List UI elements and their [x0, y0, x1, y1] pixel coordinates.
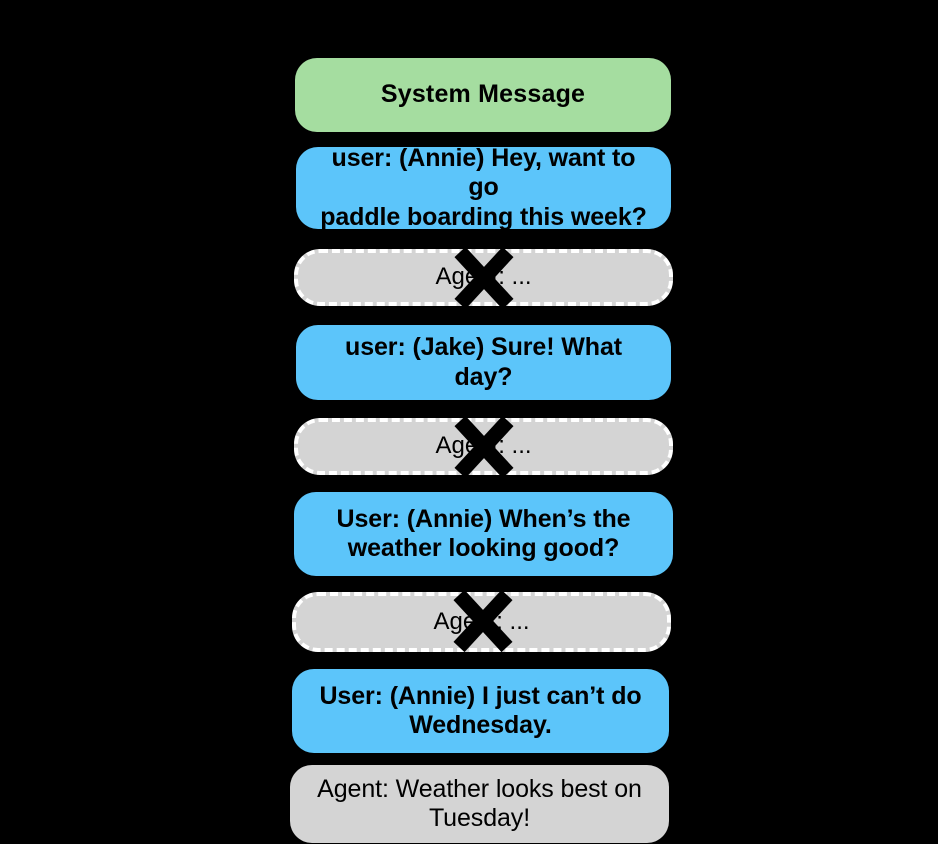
message-text: System Message	[380, 80, 586, 109]
message-text: Agent: ...	[433, 607, 530, 635]
message-bubble-agent-final: Agent: Weather looks best on Tuesday!	[290, 765, 669, 843]
message-bubble-user: user: (Jake) Sure! What day?	[296, 325, 671, 400]
message-text: User: (Annie) When’s the weather looking…	[336, 504, 631, 563]
message-text: User: (Annie) I just can’t do Wednesday.	[319, 681, 642, 740]
message-text: Agent: ...	[435, 263, 532, 291]
message-text: user: (Annie) Hey, want to go paddle boa…	[320, 143, 647, 231]
message-bubble-agent-skipped: Agent: ...	[292, 592, 671, 652]
message-bubble-user: User: (Annie) I just can’t do Wednesday.	[292, 669, 669, 753]
message-bubble-system: System Message	[295, 58, 671, 132]
message-text: user: (Jake) Sure! What day?	[345, 333, 622, 391]
message-text: Agent: Weather looks best on Tuesday!	[317, 774, 642, 833]
message-text: Agent: ...	[435, 432, 532, 460]
message-bubble-user: User: (Annie) When’s the weather looking…	[294, 492, 673, 576]
message-bubble-user: user: (Annie) Hey, want to go paddle boa…	[296, 144, 671, 231]
message-bubble-agent-skipped: Agent: ...	[294, 249, 673, 306]
message-bubble-agent-skipped: Agent: ...	[294, 418, 673, 475]
